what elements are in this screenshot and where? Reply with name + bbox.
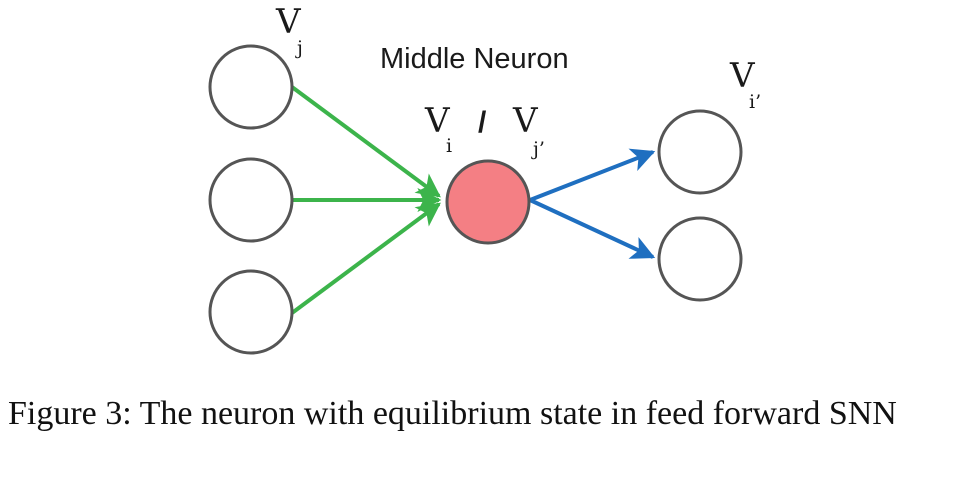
snn-neuron-diagram: Middle Neuron V j V i / V j’ V i’: [208, 2, 761, 355]
output-edges: [529, 148, 656, 259]
input-label-sub: j: [295, 37, 303, 59]
input-neuron-2: [208, 157, 294, 243]
input-neuron-3: [208, 269, 294, 355]
middle-label-left-main: V: [424, 101, 451, 141]
output-neuron-1: [657, 109, 743, 195]
input-label-main: V: [275, 2, 302, 42]
edge-middle-to-output-2: [529, 198, 656, 259]
input-edges: [290, 85, 442, 315]
middle-neuron: [445, 159, 531, 245]
output-label-sub: i’: [749, 91, 761, 113]
edge-middle-to-output-1: [529, 148, 656, 202]
edge-input-1-to-middle: [290, 85, 441, 198]
figure-caption: Figure 3: The neuron with equilibrium st…: [8, 395, 897, 432]
edge-input-3-to-middle: [290, 202, 441, 315]
middle-neuron-label: V i / V j’: [424, 101, 545, 160]
output-neuron-2: [657, 216, 743, 302]
middle-label-right-sub: j’: [531, 138, 545, 160]
middle-label-separator: /: [478, 106, 487, 139]
middle-label-right-main: V: [512, 101, 539, 141]
input-label: V j: [275, 2, 303, 59]
output-label: V i’: [729, 56, 761, 113]
middle-label-left-sub: i: [446, 135, 452, 157]
output-label-main: V: [729, 56, 756, 96]
middle-neuron-title: Middle Neuron: [380, 43, 569, 75]
input-neuron-1: [208, 44, 294, 130]
